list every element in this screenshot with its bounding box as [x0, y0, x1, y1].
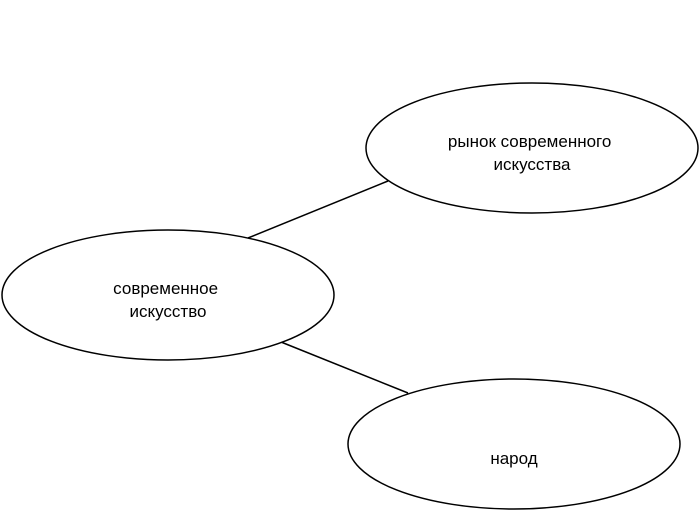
node-art-market-label: рынок современного искусства — [448, 132, 616, 174]
edge-center-to-market — [247, 180, 389, 239]
node-art-market-label-line-2: искусства — [493, 155, 571, 174]
node-people-ellipse — [347, 378, 681, 510]
node-modern-art: современное искусство — [1, 229, 335, 361]
node-art-market-ellipse — [365, 82, 699, 214]
node-modern-art-label-line-1: современное — [113, 279, 218, 298]
node-people-label: народ — [490, 449, 537, 468]
node-modern-art-label: современное искусство — [113, 279, 223, 321]
node-modern-art-ellipse — [1, 229, 335, 361]
node-modern-art-label-line-2: искусство — [129, 302, 206, 321]
node-people: народ — [347, 378, 681, 510]
node-art-market: рынок современного искусства — [365, 82, 699, 214]
edge-center-to-people — [280, 341, 409, 394]
node-art-market-label-line-1: рынок современного — [448, 132, 611, 151]
